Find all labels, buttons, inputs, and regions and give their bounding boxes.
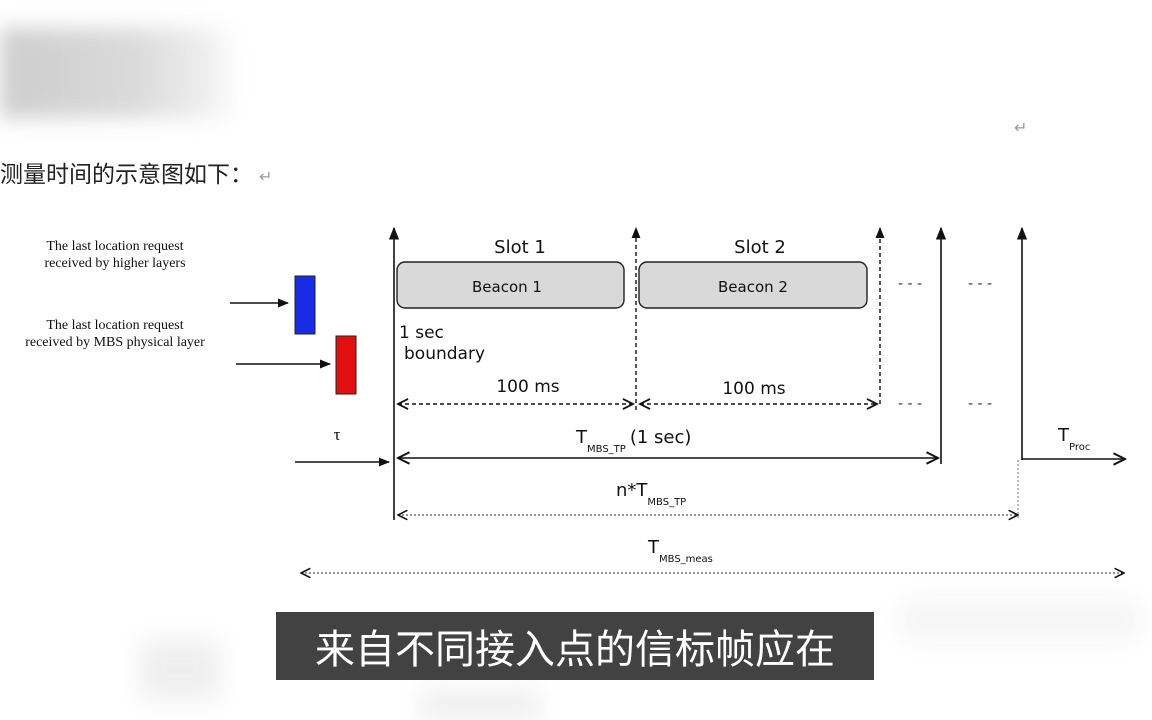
paragraph-mark-icon: ↵: [1014, 118, 1028, 137]
paragraph-mark-icon: ↵: [259, 167, 273, 186]
slot1-duration-label: 100 ms: [496, 377, 559, 397]
tmbs-meas-main: T: [647, 537, 660, 558]
boundary-label-line2: boundary: [404, 344, 485, 364]
tmbs-tp-label: TMBS_TP (1 sec): [575, 427, 691, 455]
ellipsis-bottom-1: - - -: [898, 396, 922, 412]
ellipsis-bottom-2: - - -: [968, 396, 992, 412]
tproc-sub: Proc: [1069, 442, 1090, 453]
beacon1-label: Beacon 1: [472, 278, 542, 296]
blurred-region-center: [420, 690, 540, 720]
request-higher-line1: The last location request: [46, 239, 183, 254]
blurred-region-left: [140, 640, 220, 700]
video-subtitle-bar: 来自不同接入点的信标帧应在: [276, 612, 874, 680]
tproc-main: T: [1057, 425, 1070, 446]
higher-layer-marker: [294, 275, 316, 335]
video-subtitle-text: 来自不同接入点的信标帧应在: [315, 627, 835, 673]
n-tmbs-tp-main: n*T: [616, 480, 648, 501]
boundary-label-line1: 1 sec: [399, 323, 444, 343]
tproc-label: TProc: [1057, 425, 1090, 453]
ellipsis-top-1: - - -: [898, 276, 922, 292]
tmbs-meas-label: TMBS_meas: [647, 537, 713, 565]
intro-text: 测量时间的示意图如下：: [0, 162, 253, 188]
tmbs-tp-sub: MBS_TP: [587, 444, 626, 455]
blurred-region-right: [900, 600, 1140, 640]
n-tmbs-tp-sub: MBS_TP: [647, 497, 686, 508]
tmbs-meas-sub: MBS_meas: [659, 554, 713, 565]
beacon1-box: [396, 261, 625, 309]
tmbs-tp-suffix: (1 sec): [630, 427, 692, 448]
intro-paragraph: 测量时间的示意图如下： ↵: [0, 155, 272, 189]
request-higher-line2: received by higher layers: [44, 256, 185, 271]
n-tmbs-tp-label: n*TMBS_TP: [616, 480, 686, 508]
blurred-heading: [0, 28, 240, 118]
beacon2-label: Beacon 2: [718, 278, 788, 296]
physical-layer-marker: [335, 335, 357, 395]
slot2-label: Slot 2: [734, 237, 786, 258]
beacon2-box: [638, 261, 868, 309]
request-physical-line1: The last location request: [46, 318, 183, 333]
slot2-duration-label: 100 ms: [722, 379, 785, 399]
tau-label: τ: [334, 425, 341, 444]
slot1-label: Slot 1: [494, 237, 546, 258]
request-physical-line2: received by MBS physical layer: [25, 335, 205, 350]
ellipsis-top-2: - - -: [968, 276, 992, 292]
tmbs-tp-main: T: [575, 427, 588, 448]
